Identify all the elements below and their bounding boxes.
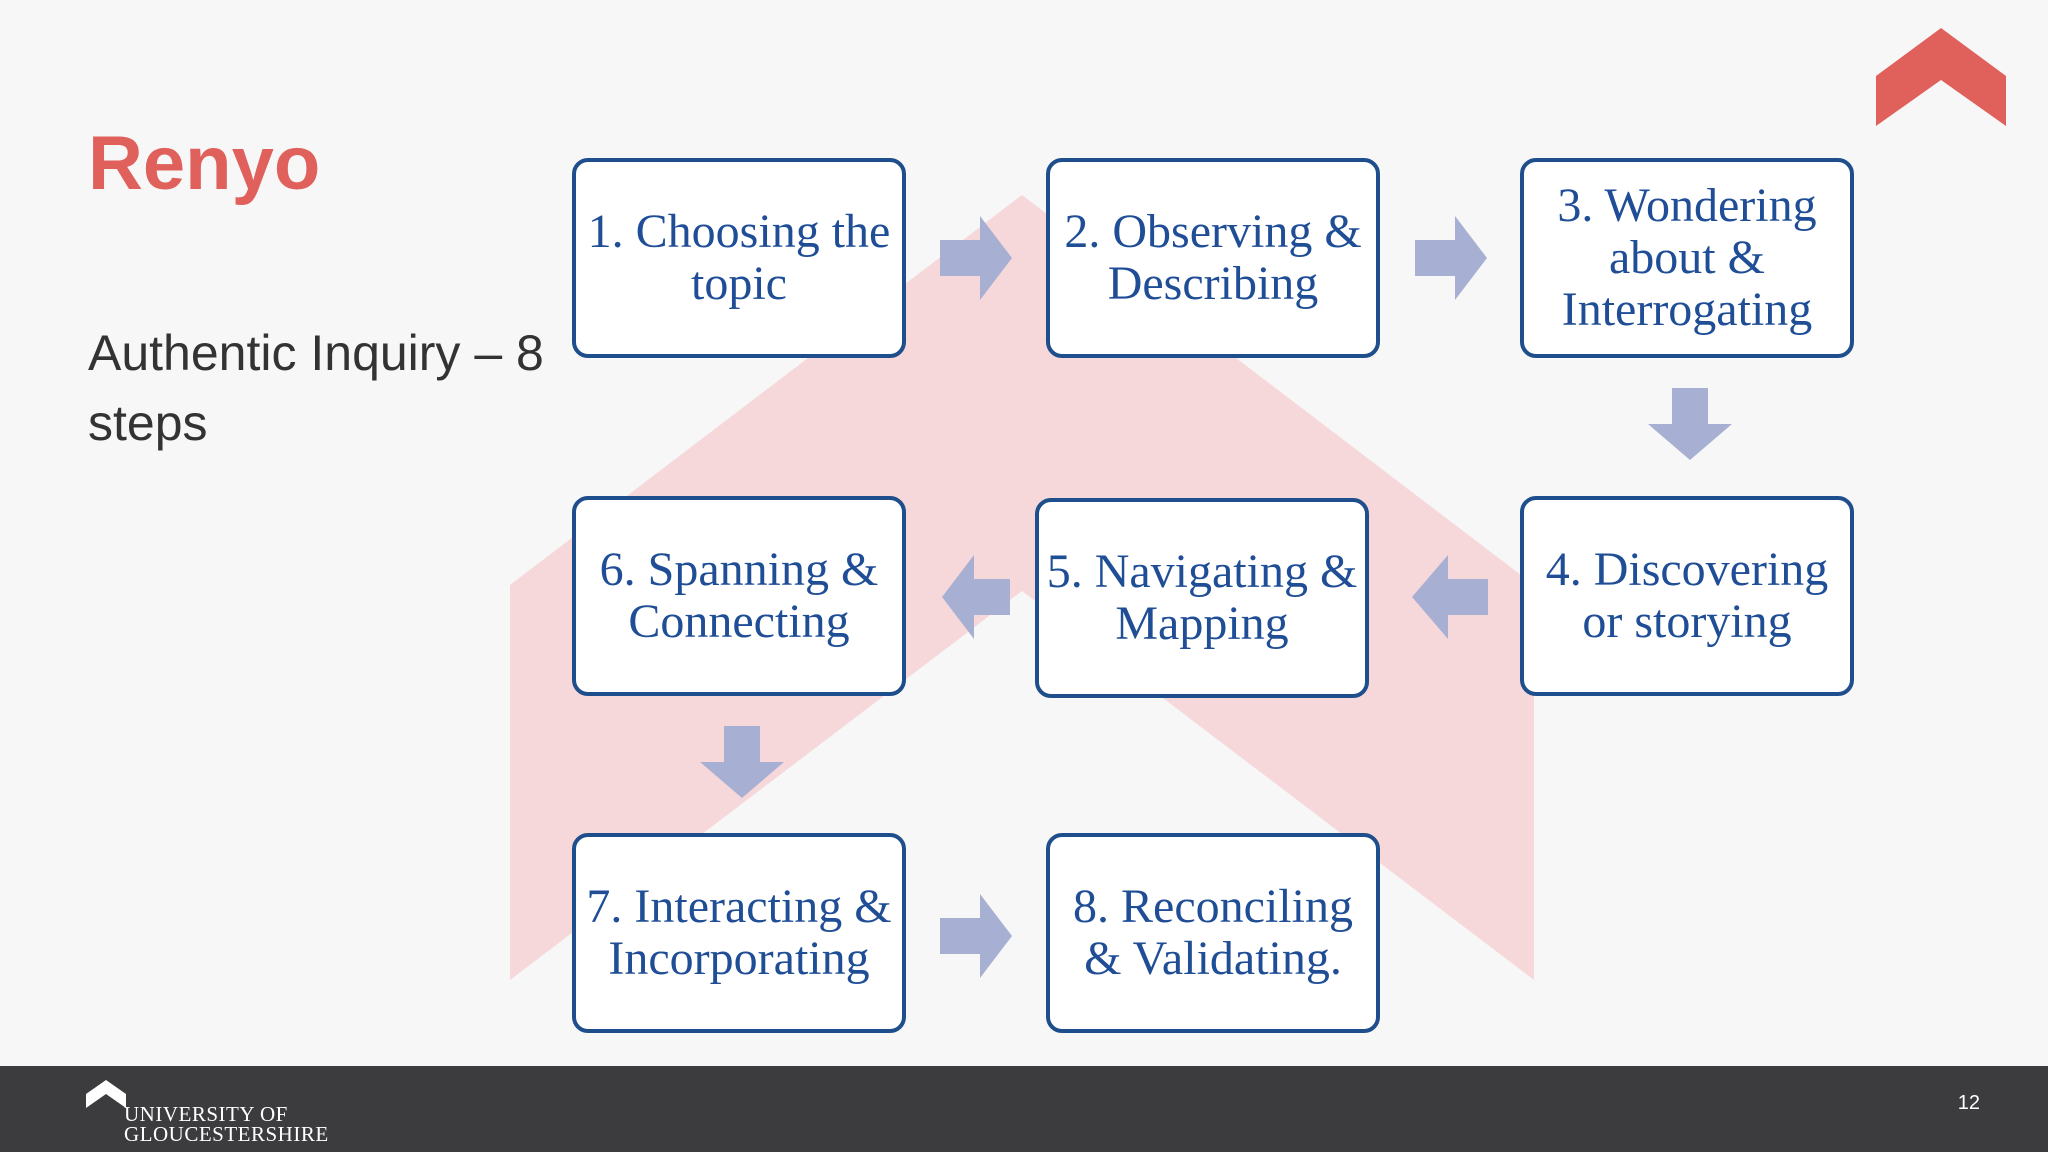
step-3-box: 3. Wondering about & Interrogating xyxy=(1520,158,1854,358)
step-6-label: 6. Spanning & Connecting xyxy=(599,543,879,648)
arrow-right-icon xyxy=(940,216,1012,300)
page-number: 12 xyxy=(1957,1092,1980,1114)
step-5-box: 5. Navigating & Mapping xyxy=(1035,498,1369,698)
slide-subtitle: Authentic Inquiry – 8 steps xyxy=(88,325,544,451)
university-chevron-logo-icon xyxy=(1876,28,2006,126)
background-chevron-shape xyxy=(510,195,1534,980)
arrow-left-icon xyxy=(1412,555,1488,639)
step-6-box: 6. Spanning & Connecting xyxy=(572,496,906,696)
university-name-line2: GLOUCESTERSHIRE xyxy=(124,1122,329,1146)
step-3-label: 3. Wondering about & Interrogating xyxy=(1557,179,1817,336)
step-1-label: 1. Choosing the topic xyxy=(587,205,891,310)
step-8-box: 8. Reconciling & Validating. xyxy=(1046,833,1380,1033)
arrow-down-icon xyxy=(700,726,784,798)
arrow-down-icon xyxy=(1648,388,1732,460)
step-2-box: 2. Observing & Describing xyxy=(1046,158,1380,358)
step-4-label: 4. Discovering or storying xyxy=(1545,543,1829,648)
slide-title: Renyo xyxy=(88,121,321,206)
step-8-label: 8. Reconciling & Validating. xyxy=(1073,880,1353,985)
step-5-label: 5. Navigating & Mapping xyxy=(1046,545,1358,650)
footer-bar: UNIVERSITY OF GLOUCESTERSHIRE 12 xyxy=(0,1066,2048,1152)
arrow-right-icon xyxy=(940,894,1012,978)
step-4-box: 4. Discovering or storying xyxy=(1520,496,1854,696)
step-7-box: 7. Interacting & Incorporating xyxy=(572,833,906,1033)
university-name-line1: UNIVERSITY OF xyxy=(124,1102,288,1126)
university-logo-icon xyxy=(86,1080,126,1108)
arrow-right-icon xyxy=(1415,216,1487,300)
step-7-label: 7. Interacting & Incorporating xyxy=(586,880,892,985)
step-2-label: 2. Observing & Describing xyxy=(1064,205,1362,310)
arrow-left-icon xyxy=(942,555,1010,639)
step-1-box: 1. Choosing the topic xyxy=(572,158,906,358)
university-name: UNIVERSITY OF GLOUCESTERSHIRE xyxy=(124,1102,329,1146)
